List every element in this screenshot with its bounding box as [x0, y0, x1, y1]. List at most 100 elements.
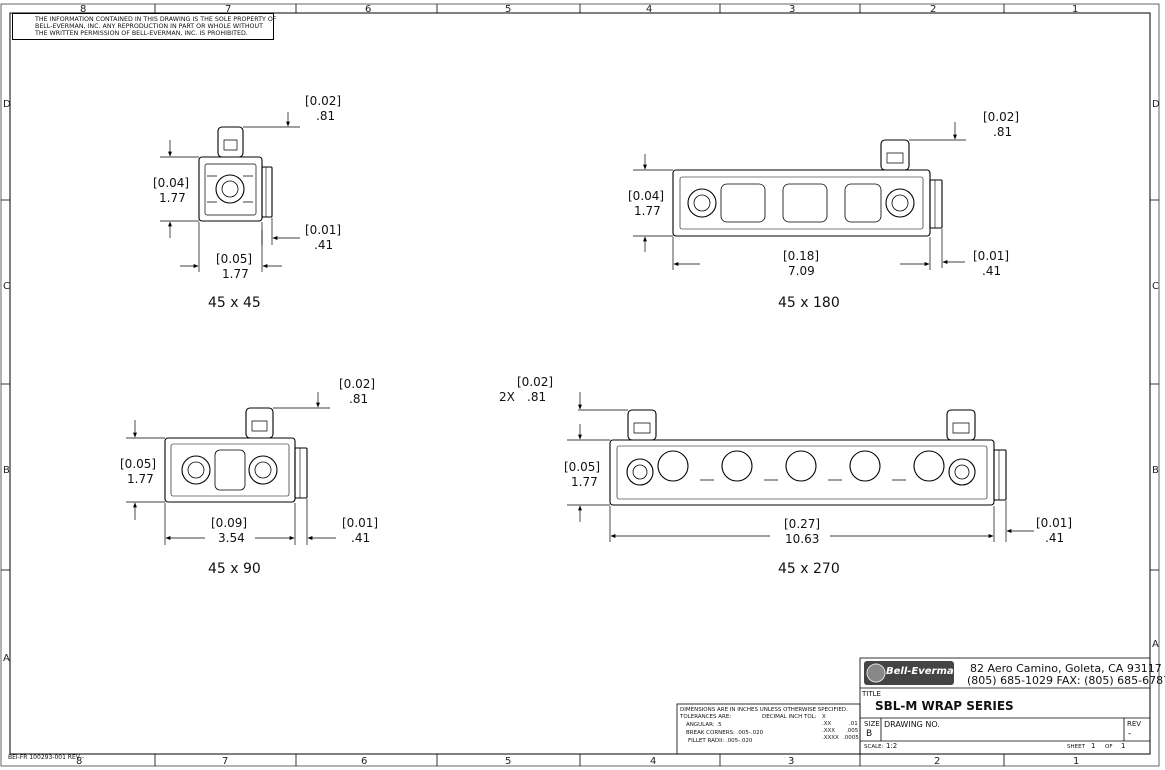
zone-col-7: 7	[225, 4, 232, 15]
tol-break-corners: BREAK CORNERS: .005-.020	[686, 730, 764, 736]
zone-col-6-bottom: 6	[361, 756, 368, 767]
zone-row-c: C	[3, 281, 10, 292]
dim-45x180-top-mm: .81	[993, 125, 1013, 139]
dim-45x270-width-mm: 10.63	[785, 532, 820, 546]
dim-45x270-qty: 2X	[499, 390, 515, 404]
zone-row-a: A	[3, 653, 10, 664]
dim-45x180-top-in: [0.02]	[983, 110, 1020, 124]
caption-45x90: 45 x 90	[208, 561, 261, 577]
dims-45x270	[567, 392, 1034, 542]
sheet-label: SHEET	[1067, 744, 1085, 750]
dim-45x90-right-mm: .41	[351, 531, 371, 545]
logo-text: Bell-Everman	[886, 666, 961, 677]
tol-xx: .XX	[822, 721, 832, 727]
dim-45x270-height-mm: 1.77	[571, 475, 598, 489]
zone-row-a-right: A	[1152, 639, 1159, 650]
tol-xx-value: .01	[849, 721, 858, 727]
title-label: TITLE	[862, 690, 881, 698]
dim-45x90-top-in: [0.02]	[339, 377, 376, 391]
caption-45x45: 45 x 45	[208, 295, 261, 311]
zone-row-b: B	[3, 465, 10, 476]
title-block-lines	[676, 657, 1151, 755]
of-value: 1	[1121, 742, 1126, 750]
document-id: BEI-FR 100293-001 REV -	[8, 754, 84, 761]
bell-everman-logo	[864, 661, 954, 685]
zone-col-8: 8	[80, 4, 87, 15]
dim-45x90-width-mm: 3.54	[218, 531, 245, 545]
tol-xxxx: .XXXX	[822, 735, 839, 741]
zone-ticks	[1, 4, 1159, 766]
zone-col-5: 5	[505, 4, 512, 15]
zone-col-1-bottom: 1	[1073, 756, 1080, 767]
dim-45x180-height-mm: 1.77	[634, 204, 661, 218]
dim-45x45-top-mm: .81	[316, 109, 336, 123]
zone-row-c-right: C	[1152, 281, 1159, 292]
dim-45x180-right-mm: .41	[982, 264, 1002, 278]
zone-col-6: 6	[365, 4, 372, 15]
dim-45x270-height-in: [0.05]	[564, 460, 601, 474]
tolerance-units: DIMENSIONS ARE IN INCHES UNLESS OTHERWIS…	[680, 707, 848, 713]
dim-45x90-height-in: [0.05]	[120, 457, 157, 471]
notice-line: BELL-EVERMAN, INC. ANY REPRODUCTION IN P…	[35, 23, 263, 30]
of-label: OF	[1105, 744, 1113, 750]
dim-45x270-top-mm: .81	[527, 390, 547, 404]
dim-45x180-width-mm: 7.09	[788, 264, 815, 278]
tolerance-label: TOLERANCES ARE:	[680, 714, 732, 720]
dim-45x270-right-in: [0.01]	[1036, 516, 1073, 530]
scale-value: 1:2	[886, 742, 898, 750]
zone-row-b-right: B	[1152, 465, 1159, 476]
tol-xxxx-value: .0005	[843, 735, 859, 741]
tol-angular: ANGULAR: .5	[686, 722, 722, 728]
dim-45x180-right-in: [0.01]	[973, 249, 1010, 263]
zone-row-d: D	[3, 99, 11, 110]
zone-col-8-bottom: 8	[76, 756, 83, 767]
tol-xxx-value: .005	[846, 728, 859, 734]
profile-45x45	[198, 126, 273, 222]
proprietary-notice: THE INFORMATION CONTAINED IN THIS DRAWIN…	[12, 13, 277, 40]
dim-45x180-width-in: [0.18]	[783, 249, 820, 263]
zone-row-d-right: D	[1152, 99, 1160, 110]
tol-xxx: .XXX	[822, 728, 836, 734]
dims-45x180	[633, 122, 966, 270]
zone-col-3-bottom: 3	[788, 756, 795, 767]
caption-45x180: 45 x 180	[778, 295, 840, 311]
caption-45x270: 45 x 270	[778, 561, 840, 577]
profile-45x180	[672, 139, 943, 237]
dim-45x90-right-in: [0.01]	[342, 516, 379, 530]
zone-col-4-bottom: 4	[650, 756, 657, 767]
rev-label: REV	[1127, 720, 1142, 728]
zone-col-1: 1	[1072, 4, 1079, 15]
zone-col-2: 2	[930, 4, 937, 15]
zone-col-2-bottom: 2	[934, 756, 941, 767]
zone-col-3: 3	[789, 4, 796, 15]
dim-45x45-width-mm: 1.77	[222, 267, 249, 281]
dim-45x270-width-in: [0.27]	[784, 517, 821, 531]
drawing-title: SBL-M WRAP SERIES	[875, 699, 1014, 713]
dim-45x90-top-mm: .81	[349, 392, 369, 406]
dims-45x45	[160, 112, 300, 272]
profile-45x270	[609, 409, 1007, 506]
size-label: SIZE	[864, 720, 880, 728]
notice-line: THE INFORMATION CONTAINED IN THIS DRAWIN…	[35, 16, 277, 23]
decimal-tol-header: DECIMAL INCH TOL:	[762, 714, 817, 720]
tol-x: X	[822, 714, 826, 720]
dims-45x90	[126, 392, 336, 545]
dim-45x45-top-in: [0.02]	[305, 94, 342, 108]
drawing-no-label: DRAWING NO.	[884, 720, 940, 729]
dim-45x90-height-mm: 1.77	[127, 472, 154, 486]
dim-45x45-height-mm: 1.77	[159, 191, 186, 205]
scale-label: SCALE:	[864, 744, 884, 750]
dim-45x90-width-in: [0.09]	[211, 516, 248, 530]
size-value: B	[866, 729, 873, 739]
tol-fillet: FILLET RADII: .005-.020	[688, 738, 753, 744]
zone-col-7-bottom: 7	[222, 756, 229, 767]
dim-45x270-top-in: [0.02]	[517, 375, 554, 389]
zone-col-5-bottom: 5	[505, 756, 512, 767]
company-address: 82 Aero Camino, Goleta, CA 93117	[970, 662, 1162, 675]
dim-45x45-right-mm: .41	[314, 238, 334, 252]
sheet-value: 1	[1091, 742, 1096, 750]
company-phone: (805) 685-1029 FAX: (805) 685-6787	[967, 674, 1165, 687]
dim-45x45-right-in: [0.01]	[305, 223, 342, 237]
